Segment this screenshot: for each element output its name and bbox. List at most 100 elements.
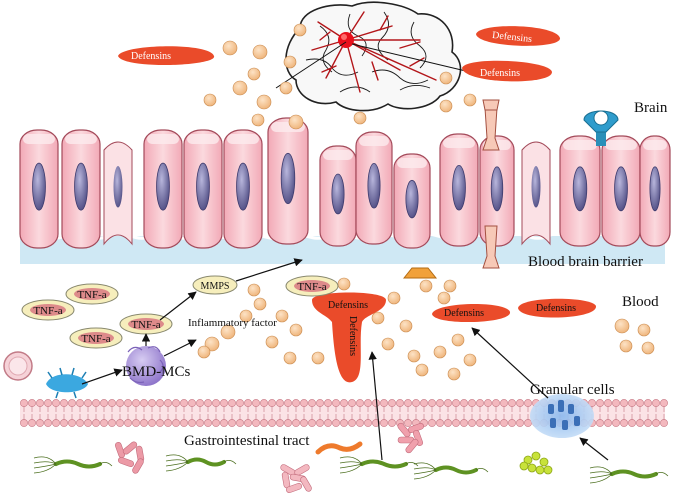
granule-dot: [419, 279, 433, 293]
granule-dot: [614, 318, 630, 334]
mmps-badge: MMPS: [192, 275, 238, 295]
tnf-alpha-label: TNF-a: [33, 305, 62, 317]
granule-dot: [387, 291, 401, 305]
granule-dot: [353, 111, 367, 125]
defensin-blob-top-left: Defensins: [118, 46, 215, 66]
granule-dot: [463, 353, 477, 367]
defensin-blob-blood-right: Defensins: [518, 298, 597, 318]
epithelial-cell: [143, 129, 183, 249]
pointer-line-right: [351, 43, 471, 73]
epithelial-cell-layer: [19, 117, 671, 249]
granule-dot: [283, 351, 297, 365]
brain-illustration: [285, 1, 462, 112]
pointer-line-left: [275, 41, 347, 89]
epithelial-cell: [439, 133, 479, 247]
brain-label: Brain: [634, 100, 668, 116]
round-cell: [3, 351, 33, 381]
granule-dot: [253, 297, 267, 311]
epithelial-cell: [559, 135, 601, 247]
granule-dot: [275, 309, 289, 323]
granule-dot: [197, 345, 211, 359]
mmps-label: MMPS: [201, 281, 230, 292]
epithelial-cell: [267, 117, 309, 245]
split-epithelial-cell: [103, 141, 133, 246]
rod-bacteria-cluster: [280, 464, 312, 494]
granule-dot: [204, 336, 220, 352]
bacteria-group: [33, 422, 669, 494]
granule-dot: [371, 311, 385, 325]
granule-dot: [437, 291, 451, 305]
flagellated-bacterium: [589, 466, 669, 484]
arrow-bacteria-to-granular: [579, 437, 609, 461]
granule-dot: [641, 341, 655, 355]
tnf-alpha-badge: TNF-a: [65, 283, 119, 305]
granule-dot: [439, 71, 453, 85]
orange-bacterium: [315, 441, 363, 455]
tnf-alpha-badge: TNF-a: [285, 275, 339, 297]
granule-dot: [265, 335, 279, 349]
granule-dot: [443, 279, 457, 293]
granule-dot: [239, 309, 253, 323]
epithelial-cell: [639, 135, 671, 247]
granule-dot: [399, 319, 413, 333]
epithelial-cell: [479, 135, 515, 247]
granule-dot: [381, 337, 395, 351]
granule-dot: [251, 113, 265, 127]
granule-dot: [252, 44, 268, 60]
defensins-label: Defensins: [444, 308, 484, 319]
granule-dot: [232, 80, 248, 96]
arrow-bmd-to-inflammatory: [163, 339, 197, 357]
granule-dot: [289, 323, 303, 337]
blood-brain-barrier-label: Blood brain barrier: [528, 254, 643, 270]
blood-label: Blood: [622, 294, 659, 310]
granule-dot: [337, 277, 351, 291]
epithelial-cell: [319, 145, 357, 247]
granule-dot: [463, 93, 477, 107]
granule-dot: [407, 349, 421, 363]
epithelial-cell: [223, 129, 263, 249]
yellow-cocci-cluster: [519, 451, 553, 475]
granule-dot: [439, 99, 453, 113]
epithelial-cell: [601, 135, 641, 247]
gastrointestinal-tract-label: Gastrointestinal tract: [184, 433, 310, 449]
granule-dot: [247, 67, 261, 81]
arrow-granular-to-defensins: [471, 327, 549, 399]
granule-dot: [311, 351, 325, 365]
granule-dot: [451, 333, 465, 347]
tight-junction-bottom: [482, 225, 500, 269]
granular-cells-label: Granular cells: [530, 382, 615, 398]
granule-dot: [279, 81, 293, 95]
defensins-label: Defensins: [492, 30, 533, 45]
granular-cell: Granular cells: [530, 382, 615, 438]
defensins-label: Defensins: [536, 303, 576, 314]
tnf-alpha-label: TNF-a: [131, 319, 160, 331]
arrow-group: [81, 258, 609, 461]
flagellated-bacterium: [413, 462, 489, 480]
inflammatory-factor-label: Inflammatory factor: [188, 317, 277, 329]
split-epithelial-cell: [521, 141, 551, 246]
granule-dot: [293, 23, 307, 37]
tnf-alpha-badge: TNF-a: [21, 299, 75, 321]
granule-dot: [283, 55, 297, 69]
granule-dots: [197, 23, 655, 381]
arrow-tnf-to-mmps: [159, 291, 197, 321]
rod-bacteria-cluster: [114, 441, 145, 474]
epithelial-cell: [355, 131, 393, 245]
blue-microbe: [46, 367, 88, 399]
granule-dot: [222, 40, 238, 56]
flagellated-bacterium: [165, 454, 237, 472]
defensin-blob-brain: Defensins: [462, 60, 552, 82]
granule-dot: [288, 114, 304, 130]
receptor-icon: [583, 110, 619, 146]
defensins-label: Defensins: [480, 68, 520, 79]
epithelial-cell: [393, 153, 431, 249]
granule-dot: [220, 324, 236, 340]
orange-receptor: [402, 267, 438, 279]
granule-dot: [637, 323, 651, 337]
bmd-mcs-label: BMD-MCs: [122, 364, 191, 380]
epithelial-cell: [183, 129, 223, 249]
defensins-vertical-label: Defensins: [347, 316, 358, 356]
defensins-label: Defensins: [328, 300, 368, 311]
